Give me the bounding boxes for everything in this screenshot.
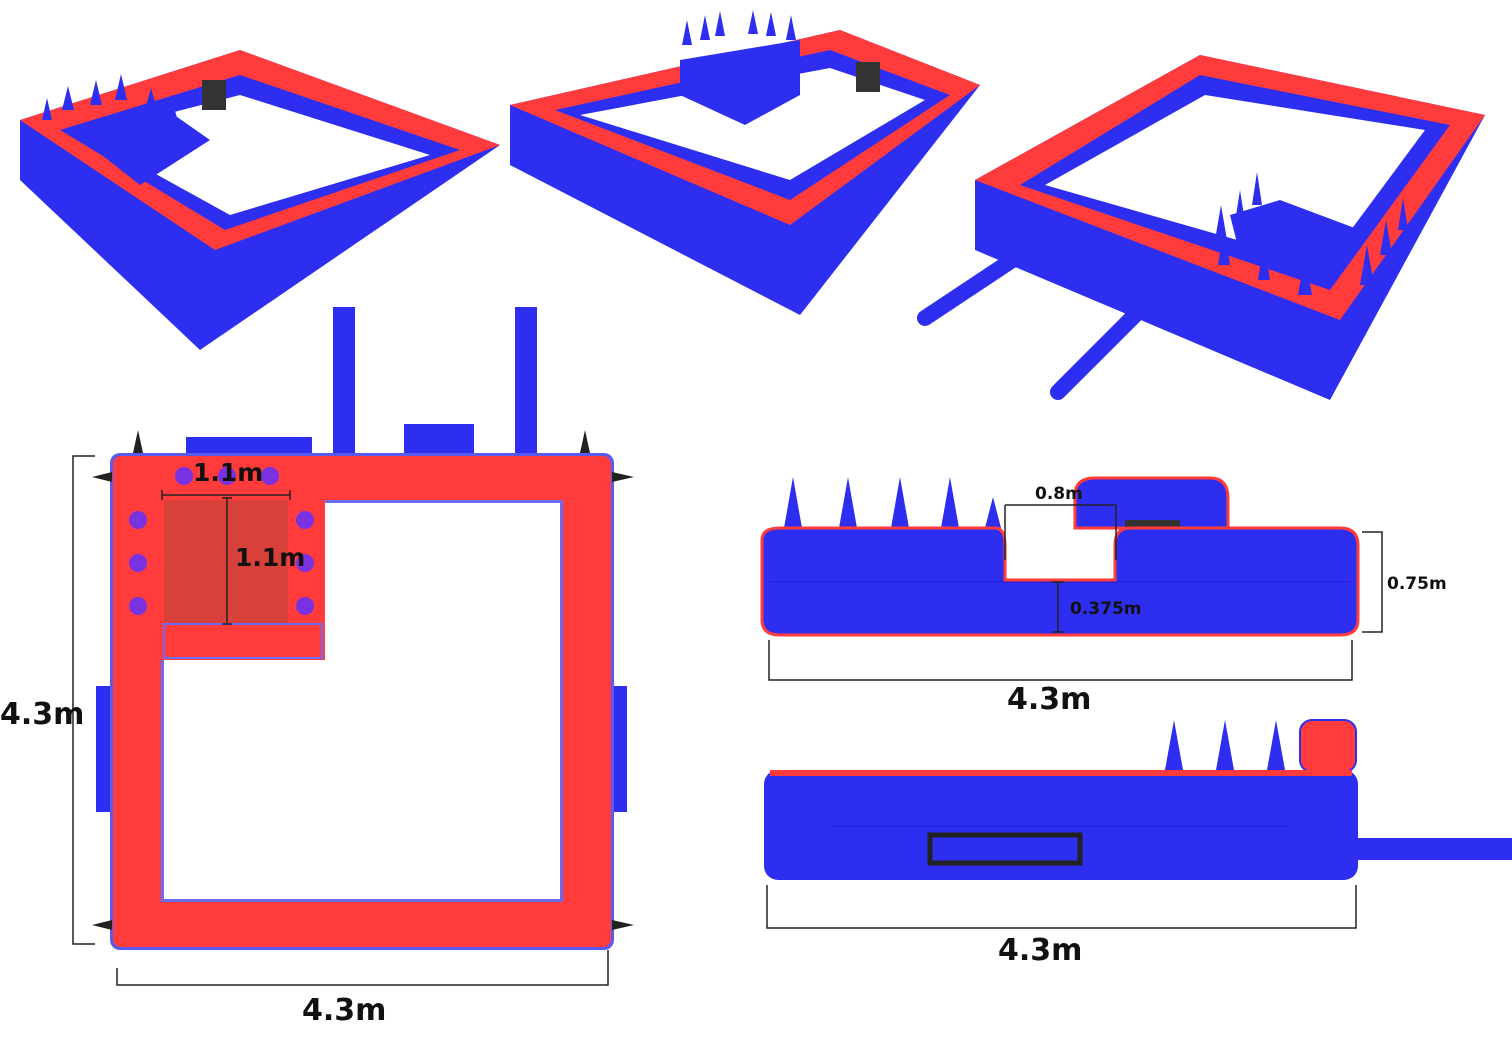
box-width-label: 1.1m	[193, 458, 263, 487]
front-view	[760, 476, 1383, 681]
front-height-label: 0.75m	[1387, 574, 1447, 594]
top-height-label: 4.3m	[0, 697, 84, 732]
front-length-label: 4.3m	[1007, 682, 1091, 717]
notch-depth-label: 0.375m	[1070, 599, 1142, 619]
top-view	[72, 307, 634, 986]
side-length-label: 4.3m	[998, 933, 1082, 968]
box-depth-label: 1.1m	[235, 543, 305, 572]
perspective-view-3	[917, 55, 1485, 400]
perspective-view-1	[20, 50, 500, 350]
perspective-view-2	[510, 10, 980, 315]
notch-width-label: 0.8m	[1035, 484, 1083, 504]
top-width-label: 4.3m	[302, 993, 386, 1028]
side-view	[764, 719, 1512, 929]
